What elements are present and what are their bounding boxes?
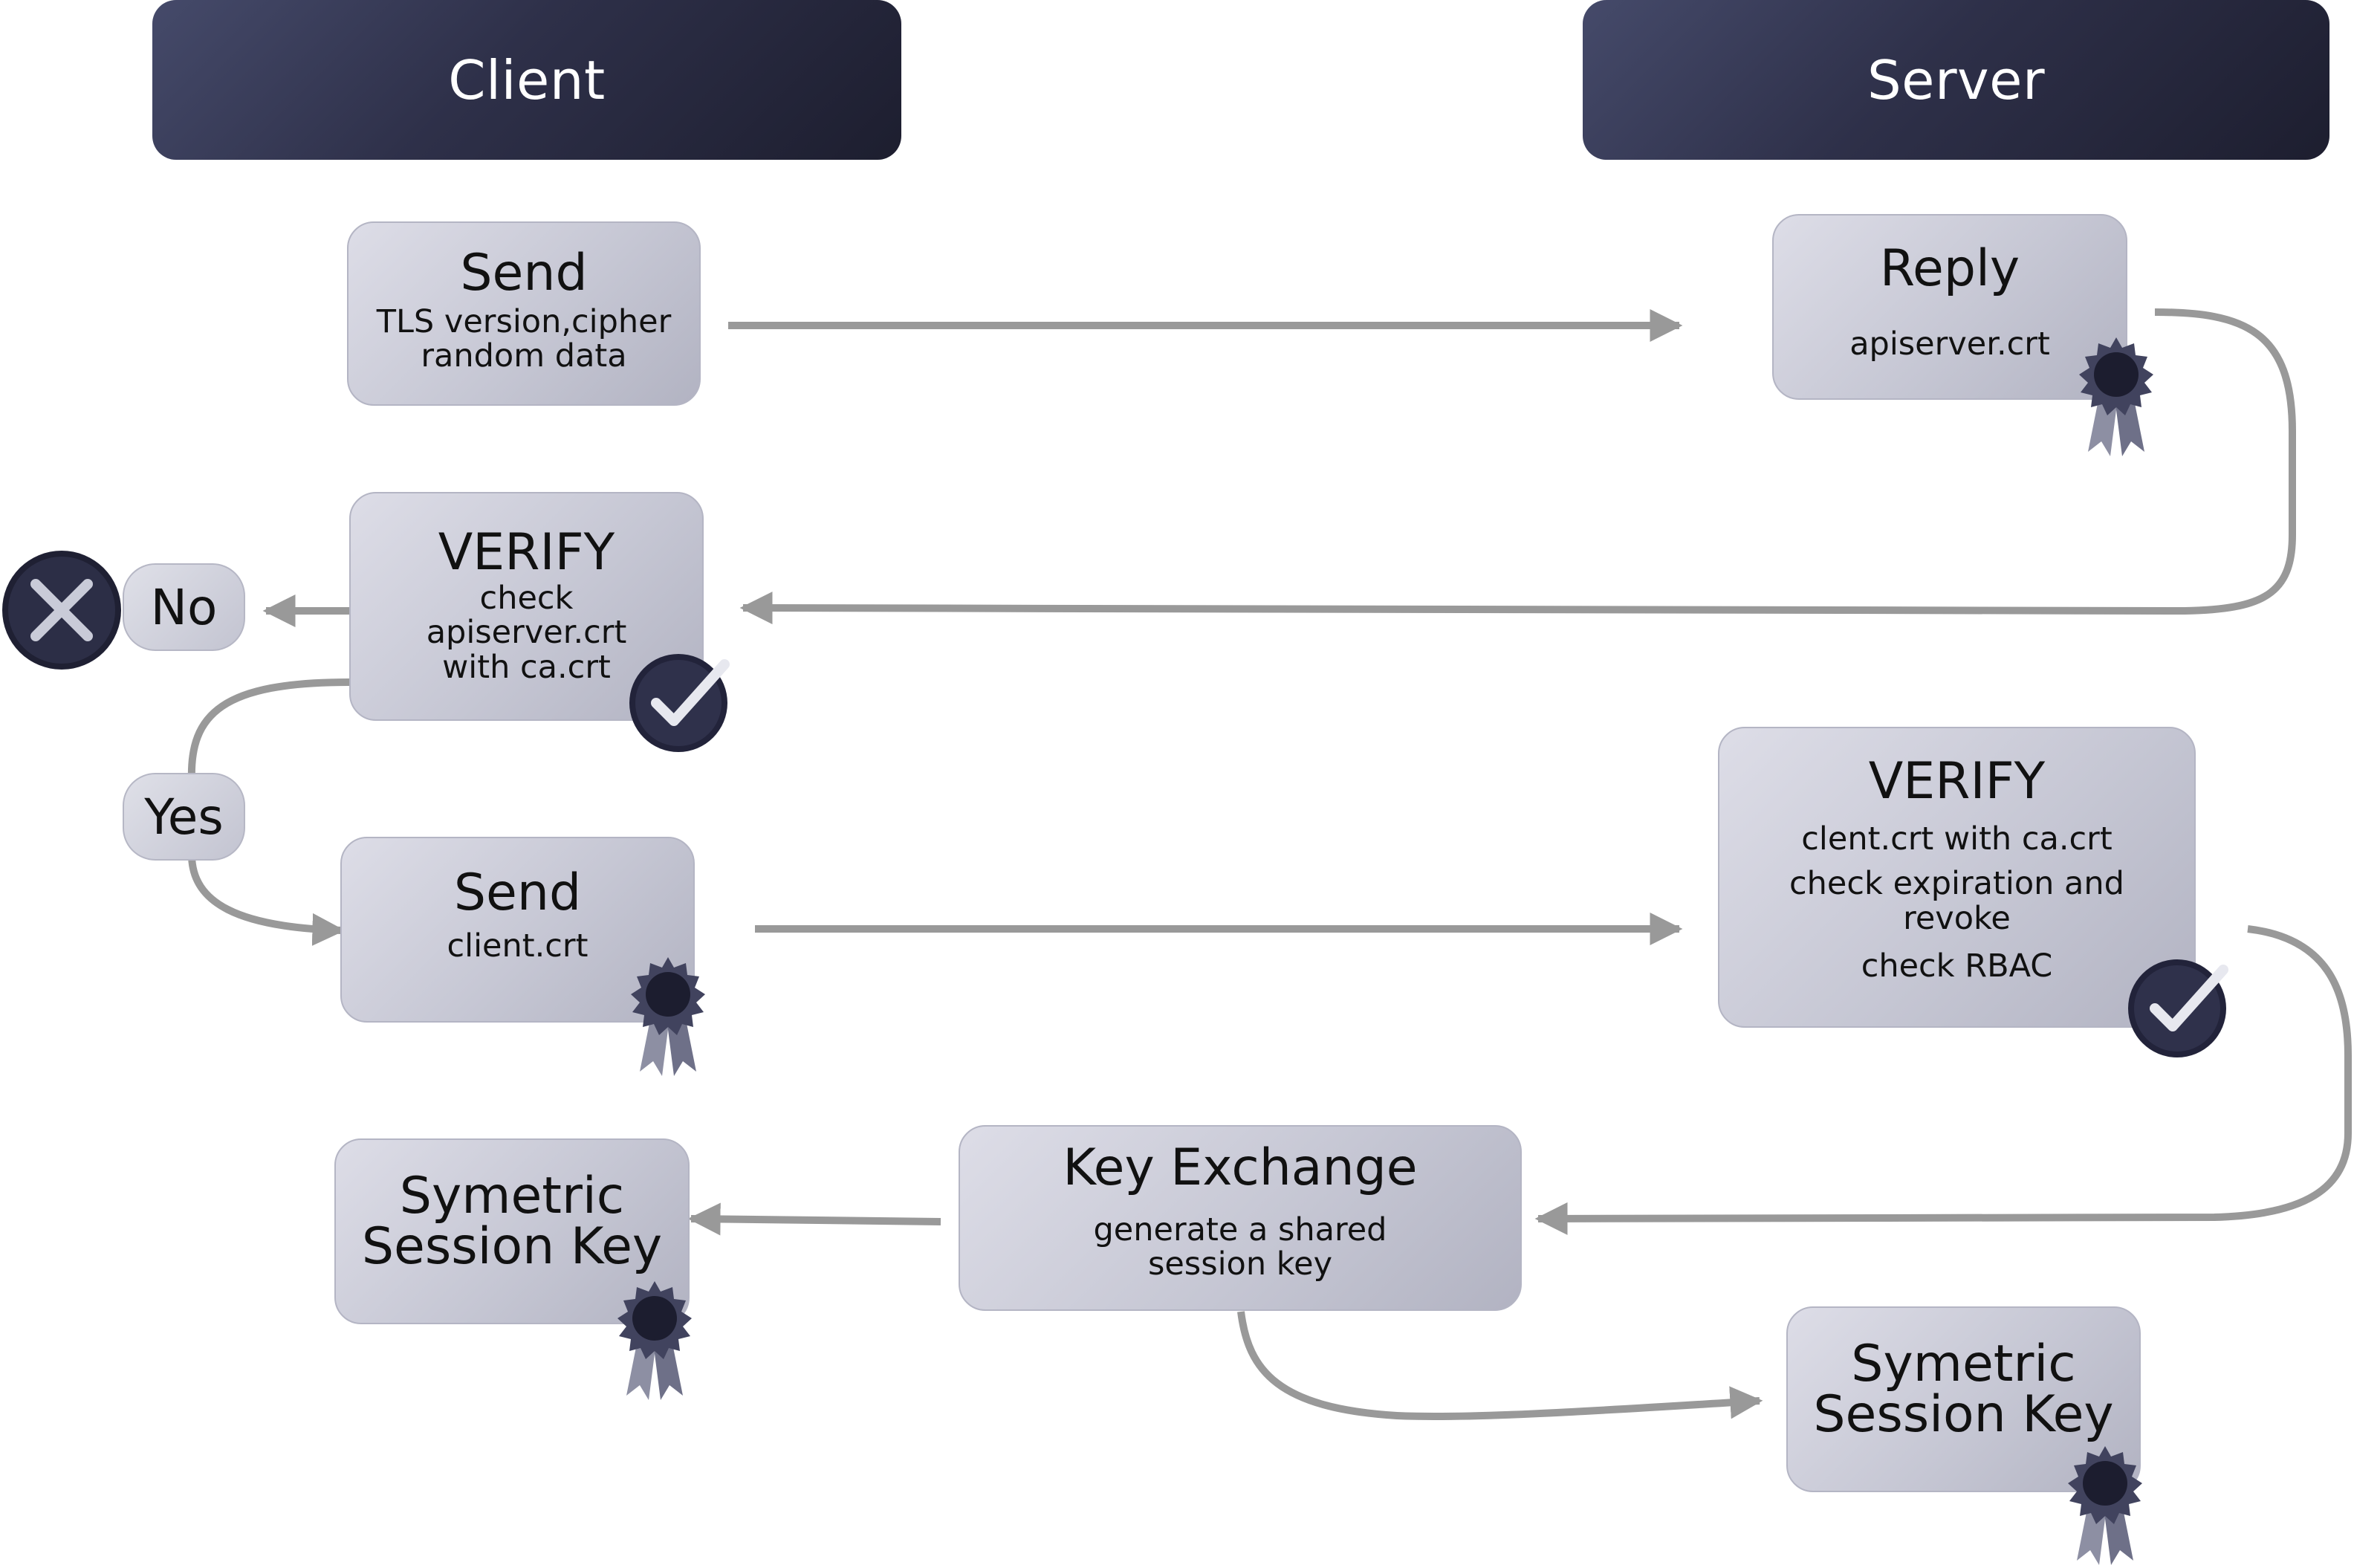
- key-exchange-title: Key Exchange: [1063, 1138, 1418, 1197]
- client-verify-line-2: apiserver.crt: [426, 614, 627, 652]
- send-hello-title: Send: [460, 244, 588, 302]
- client-header: Client: [152, 0, 901, 160]
- certificate-ribbon-icon: [617, 1281, 692, 1400]
- arrow-reply-to-client-verify: [739, 308, 2296, 625]
- no-label-text: No: [150, 578, 218, 636]
- send-cert-line-1: client.crt: [447, 927, 588, 965]
- certificate-ribbon-icon: [2068, 1446, 2142, 1565]
- no-label: No: [123, 563, 245, 651]
- server-session-key-line-2: Session Key: [1813, 1385, 2114, 1444]
- server-session-key-line-1: Symetric: [1851, 1335, 2076, 1393]
- yes-label-text: Yes: [144, 788, 224, 846]
- server-verify-line-2: check expiration and: [1789, 865, 2124, 903]
- client-verify-line-1: check: [479, 580, 574, 617]
- key-exchange-line-1: generate a shared: [1093, 1211, 1387, 1248]
- reply-line-1: apiserver.crt: [1849, 325, 2050, 363]
- client-header-label: Client: [448, 48, 606, 111]
- key-exchange-node: Key Exchange generate a shared session k…: [959, 1125, 1522, 1311]
- arrow-keyexchange-to-server-key: [1237, 1311, 1763, 1420]
- client-verify-line-3: with ca.crt: [442, 648, 611, 686]
- server-header: Server: [1583, 0, 2329, 160]
- server-verify-title: VERIFY: [1868, 752, 2046, 811]
- client-session-key-line-1: Symetric: [399, 1167, 625, 1225]
- send-hello-node: Send TLS version,cipher random data: [347, 221, 701, 406]
- certificate-ribbon-icon: [631, 957, 705, 1076]
- certificate-ribbon-icon: [2079, 337, 2153, 456]
- send-hello-line-2: random data: [421, 337, 627, 375]
- client-verify-check-icon: [629, 654, 730, 752]
- client-verify-title: VERIFY: [438, 523, 615, 582]
- server-verify-line-1: clent.crt with ca.crt: [1801, 820, 2113, 858]
- reply-title: Reply: [1879, 239, 2020, 298]
- send-cert-title: Send: [453, 864, 582, 922]
- arrow-server-verify-to-keyexchange: [1534, 925, 2352, 1235]
- client-session-key-line-2: Session Key: [361, 1217, 663, 1276]
- server-verify-line-3: revoke: [1903, 899, 2011, 937]
- server-header-label: Server: [1867, 48, 2046, 111]
- server-verify-line-4: check RBAC: [1861, 947, 2053, 985]
- client-session-key-node: Symetric Session Key: [334, 1138, 690, 1324]
- reject-x-icon: [2, 551, 121, 670]
- reply-node: Reply apiserver.crt: [1772, 214, 2127, 400]
- server-verify-node: VERIFY clent.crt with ca.crt check expir…: [1718, 727, 2196, 1028]
- key-exchange-line-2: session key: [1147, 1245, 1333, 1283]
- server-verify-check-icon: [2128, 959, 2228, 1057]
- send-hello-line-1: TLS version,cipher: [376, 303, 672, 340]
- yes-label: Yes: [123, 773, 245, 861]
- server-session-key-node: Symetric Session Key: [1786, 1306, 2141, 1492]
- arrow-keyexchange-to-client-key: [687, 1202, 941, 1236]
